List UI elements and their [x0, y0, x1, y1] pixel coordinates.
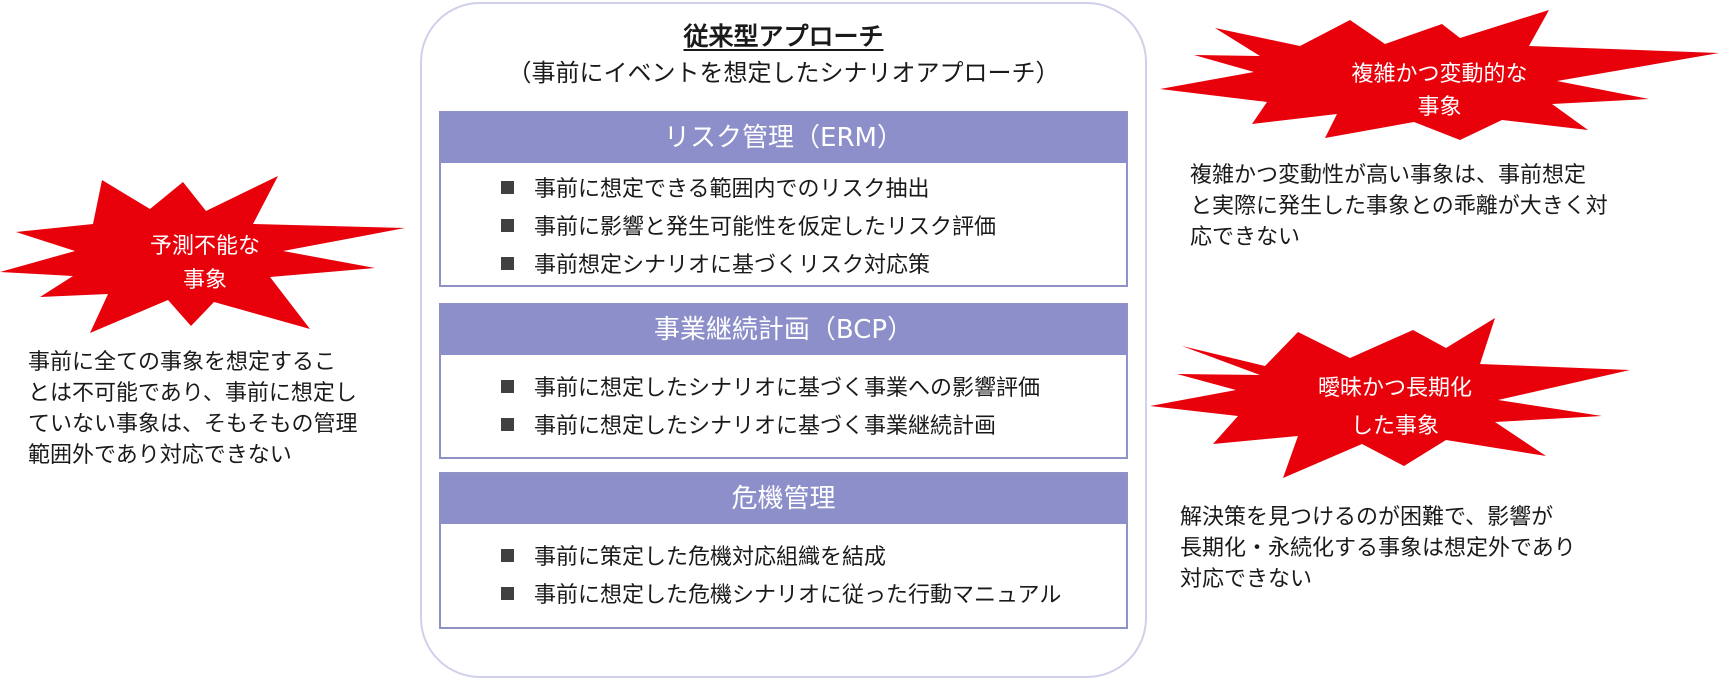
burst-label: 曖昧かつ長期化 — [1317, 376, 1472, 401]
unpredictable-event-burst: 予測不能な 事象 — [0, 174, 410, 334]
list-item: 事前に想定したシナリオに基づく事業への影響評価 — [501, 367, 1126, 405]
approach-title: 従来型アプローチ — [683, 22, 884, 51]
square-bullet-icon — [501, 586, 514, 600]
burst-label: 事象 — [1417, 95, 1462, 120]
section-crisis-management: 危機管理 事前に策定した危機対応組織を結成 事前に想定した危機シナリオに従った行… — [439, 472, 1128, 629]
section-erm: リスク管理（ERM） 事前に想定できる範囲内でのリスク抽出 事前に影響と発生可能… — [439, 111, 1128, 287]
ambiguous-event-burst: 曖昧かつ長期化 した事象 — [1150, 318, 1640, 478]
list-item: 事前に想定したシナリオに基づく事業継続計画 — [501, 405, 1126, 443]
square-bullet-icon — [501, 218, 514, 232]
explosion-icon — [0, 176, 405, 333]
ambiguous-event-description: 解決策を見つけるのが困難で、影響が 長期化・永続化する事象は想定外であり 対応で… — [1180, 505, 1576, 592]
square-bullet-icon — [501, 417, 514, 431]
burst-label: 複雑かつ変動的な — [1351, 62, 1528, 87]
complex-event-burst: 複雑かつ変動的な 事象 — [1160, 10, 1719, 150]
approach-subtitle: （事前にイベントを想定したシナリオアプローチ） — [507, 59, 1060, 87]
burst-label: した事象 — [1350, 414, 1439, 439]
section-header: 事業継続計画（BCP） — [441, 305, 1126, 355]
list-item: 事前に策定した危機対応組織を結成 — [501, 536, 1126, 574]
list-item: 事前想定シナリオに基づくリスク対応策 — [501, 244, 1126, 282]
approach-frame — [420, 2, 1147, 678]
list-item: 事前に想定した危機シナリオに従った行動マニュアル — [501, 574, 1126, 612]
section-header: 危機管理 — [441, 474, 1126, 524]
section-bcp: 事業継続計画（BCP） 事前に想定したシナリオに基づく事業への影響評価 事前に想… — [439, 303, 1128, 459]
square-bullet-icon — [501, 256, 514, 270]
explosion-icon — [1160, 10, 1719, 140]
square-bullet-icon — [501, 180, 514, 194]
list-item: 事前に影響と発生可能性を仮定したリスク評価 — [501, 206, 1126, 244]
section-header: リスク管理（ERM） — [441, 113, 1126, 163]
list-item: 事前に想定できる範囲内でのリスク抽出 — [501, 168, 1126, 206]
square-bullet-icon — [501, 548, 514, 562]
burst-label: 予測不能な — [149, 234, 260, 259]
square-bullet-icon — [501, 379, 514, 393]
burst-label: 事象 — [182, 268, 227, 293]
complex-event-description: 複雑かつ変動性が高い事象は、事前想定 と実際に発生した事象との乖離が大きく対 応… — [1190, 163, 1608, 250]
unpredictable-event-description: 事前に全ての事象を想定するこ とは不可能であり、事前に想定し ていない事象は、そ… — [28, 350, 358, 468]
explosion-icon — [1150, 318, 1630, 478]
